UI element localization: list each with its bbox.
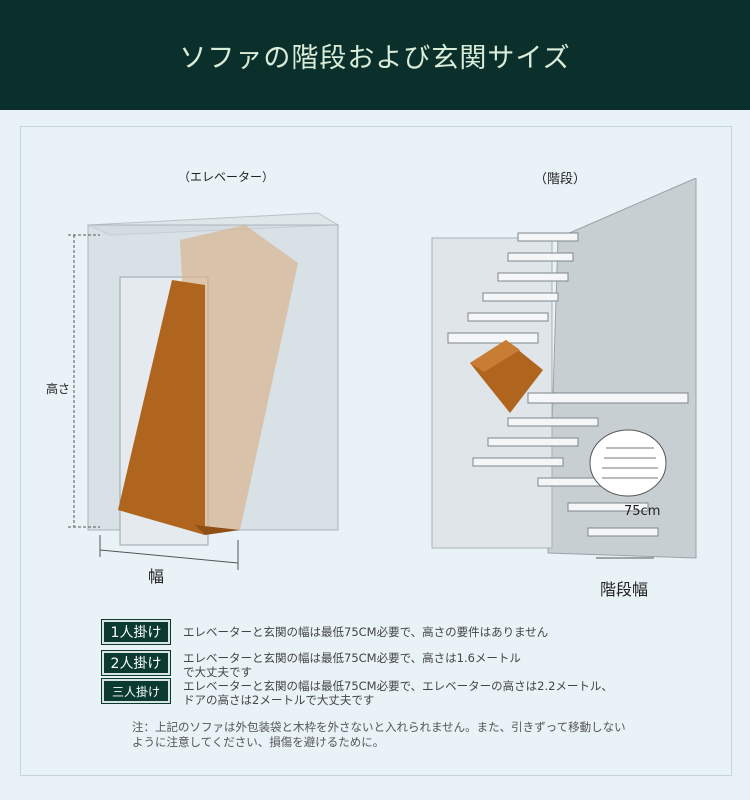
stairs-width-value: 75cm — [624, 504, 661, 519]
stairs-caption: （階段） — [534, 172, 587, 187]
stairs-width-label: 階段幅 — [600, 580, 649, 599]
rule-row: 1人掛けエレベーターと玄関の幅は最低75CM必要で、高さの要件はありません — [101, 619, 623, 645]
elevator-illustration — [68, 212, 340, 570]
seat-badge: 三人掛け — [101, 678, 171, 704]
note-text: 注：上記のソファは外包装袋と木枠を外さないと入れられません。また、引きずって移動… — [132, 720, 626, 749]
width-label: 幅 — [148, 567, 165, 586]
rule-row: 2人掛けエレベーターと玄関の幅は最低75CM必要で、高さは1.6メートルで大丈夫… — [101, 650, 528, 679]
stairs-illustration — [431, 178, 697, 559]
height-label: 高さ — [46, 382, 71, 396]
rule-row: 三人掛けエレベーターと玄関の幅は最低75CM必要で、エレベーターの高さは2.2メ… — [101, 678, 623, 707]
rule-text: エレベーターと玄関の幅は最低75CM必要で、エレベーターの高さは2.2メートル、… — [183, 679, 613, 707]
elevator-caption: （エレベーター） — [178, 170, 275, 184]
page-title: ソファの階段および玄関サイズ — [179, 42, 571, 74]
seat-badge: 2人掛け — [101, 650, 171, 676]
seat-badge: 1人掛け — [101, 619, 171, 645]
rule-text: エレベーターと玄関の幅は最低75CM必要で、高さの要件はありません — [183, 625, 549, 639]
header: ソファの階段および玄関サイズ — [0, 0, 750, 110]
rule-text: エレベーターと玄関の幅は最低75CM必要で、高さは1.6メートルで大丈夫です — [183, 651, 521, 679]
